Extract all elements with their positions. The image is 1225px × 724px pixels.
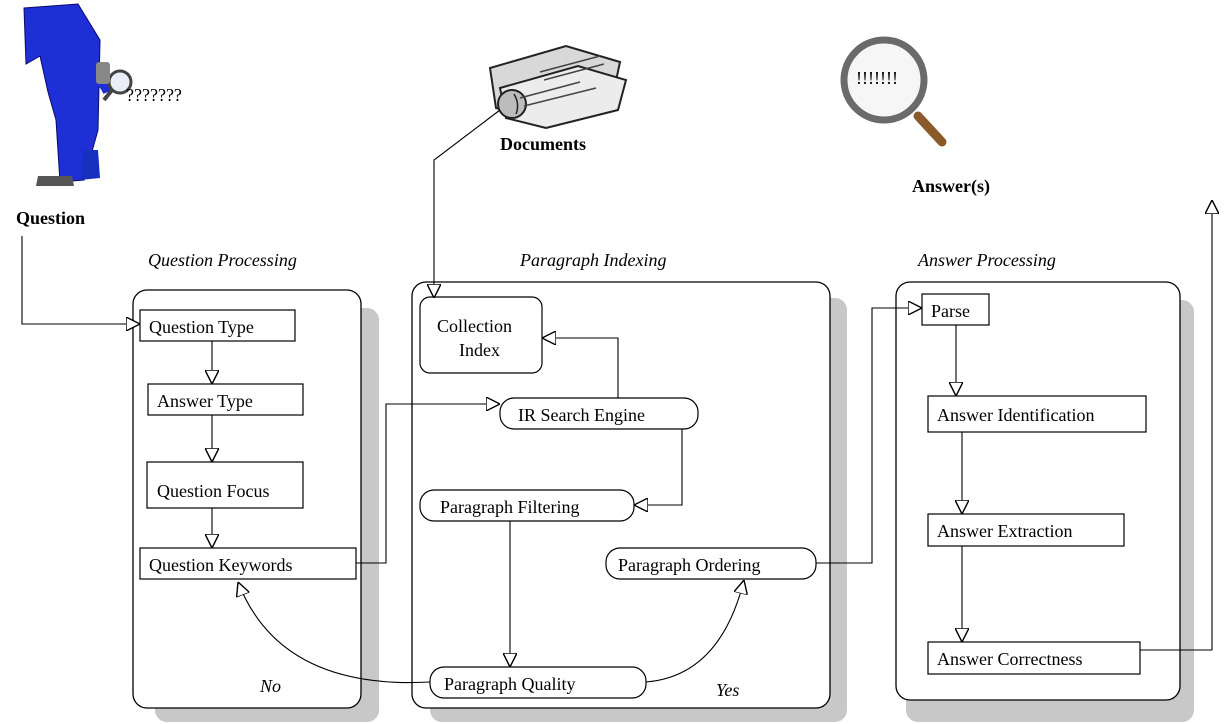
- ordering-to-parse-arrow: [816, 308, 922, 564]
- answer-extraction-box: [927, 513, 1125, 547]
- ir-to-filtering-arrow: [634, 429, 683, 505]
- keywords-to-ir-arrow: [356, 404, 500, 564]
- answer-label: Answer(s): [912, 176, 990, 197]
- question-focus-box: [146, 461, 304, 509]
- parse-box: [921, 293, 990, 326]
- quality-no-arrow: [238, 582, 431, 684]
- answer-type-box: [147, 383, 304, 416]
- exclamation-marks-text: !!!!!!!: [856, 68, 898, 88]
- answer-identification-box: [927, 395, 1147, 433]
- no-label: No: [259, 676, 281, 696]
- answer-correctness-box: [927, 641, 1141, 675]
- answer-processing-title: Answer Processing: [917, 250, 1056, 270]
- question-focus-label: Question Focus: [157, 481, 270, 501]
- collection-label: Collection: [437, 316, 512, 336]
- answer-extraction-label: Answer Extraction: [937, 521, 1072, 541]
- question-to-type-arrow: [21, 236, 140, 324]
- paragraph-filtering-label: Paragraph Filtering: [440, 497, 579, 517]
- answer-correctness-label: Answer Correctness: [937, 649, 1082, 669]
- documents-label: Documents: [500, 134, 586, 154]
- ir-to-collection-arrow: [542, 338, 619, 398]
- question-type-label: Question Type: [149, 317, 254, 337]
- question-processing-title: Question Processing: [148, 250, 297, 270]
- question-keywords-label: Question Keywords: [149, 555, 292, 575]
- paragraph-ordering-label: Paragraph Ordering: [618, 555, 760, 575]
- detective-figure-illustration: [23, 3, 133, 186]
- question-type-box: [139, 309, 296, 342]
- correctness-to-answer-arrow: [1140, 200, 1212, 651]
- magnifying-glass-icon: [840, 36, 947, 147]
- quality-yes-arrow: [645, 580, 744, 683]
- paragraph-quality-label: Paragraph Quality: [444, 674, 575, 694]
- ir-search-engine-box: [499, 397, 699, 430]
- index-label: Index: [459, 340, 500, 360]
- paragraph-indexing-title: Paragraph Indexing: [519, 250, 666, 270]
- question-label: Question: [16, 208, 85, 228]
- answer-identification-label: Answer Identification: [937, 405, 1094, 425]
- documents-to-collection-arrow: [434, 109, 501, 298]
- parse-label: Parse: [931, 301, 970, 321]
- yes-label: Yes: [716, 680, 739, 700]
- answer-type-label: Answer Type: [157, 391, 253, 411]
- question-marks-text: ???????: [126, 85, 182, 105]
- question-keywords-box: [139, 547, 357, 580]
- answer-processing-pane: [895, 281, 1181, 701]
- newspapers-illustration: [488, 44, 628, 130]
- ir-search-engine-label: IR Search Engine: [518, 405, 645, 425]
